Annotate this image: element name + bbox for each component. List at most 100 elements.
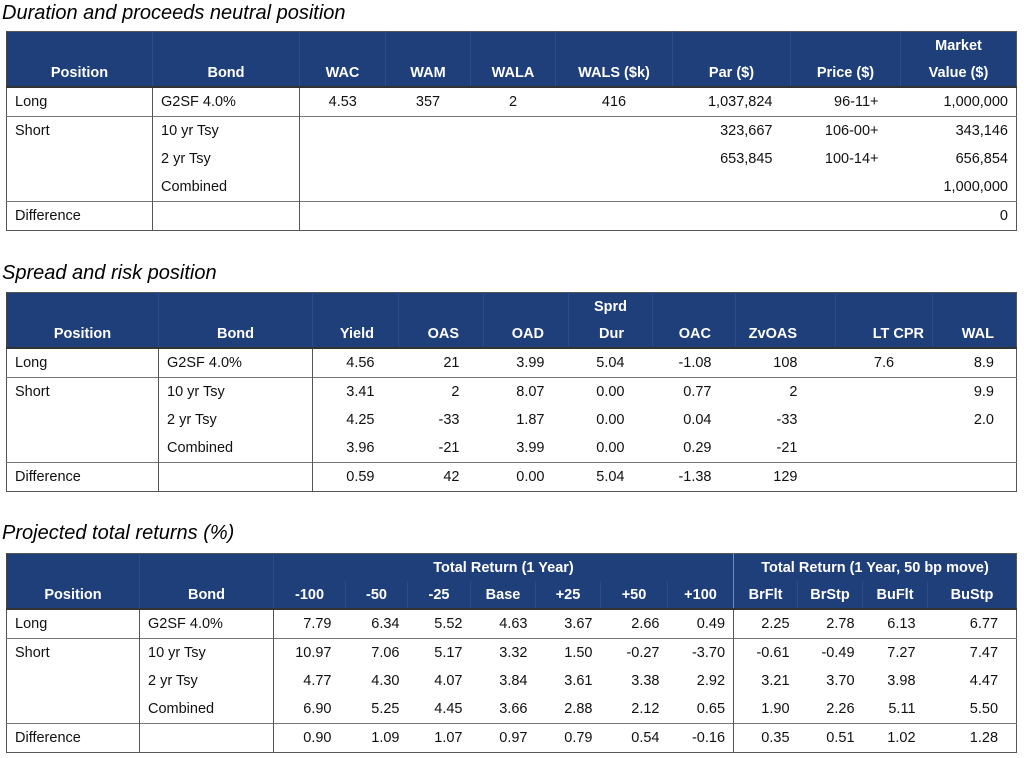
cell-wala <box>470 116 556 145</box>
cell-position <box>6 406 159 434</box>
header-spacer <box>139 553 274 581</box>
projected-total-returns-table: Total Return (1 Year)Total Return (1 Yea… <box>6 553 1018 753</box>
cell-lt-cpr <box>836 406 933 434</box>
cell-bond <box>139 723 274 753</box>
cell-position: Long <box>6 86 153 117</box>
cell-wala <box>471 145 556 173</box>
cell-yield: 4.56 <box>312 347 399 378</box>
cell-wal: 2.0 <box>973 412 994 428</box>
cell-brstp: 0.51 <box>797 723 863 753</box>
cell-bond: G2SF 4.0% <box>139 608 274 639</box>
header-spacer <box>835 292 933 320</box>
cell-price: 96-11+ <box>790 86 901 117</box>
cell-price: 100-14+ <box>824 151 879 167</box>
cell-bond: 2 yr Tsy <box>139 667 274 695</box>
cell-lt-cpr <box>835 462 933 492</box>
column-header-wal: WAL <box>932 320 1017 349</box>
cell-wals-k <box>556 173 673 202</box>
cell-oad: 0.00 <box>483 462 569 492</box>
column-header-brstp: BrStp <box>797 581 863 610</box>
column-header-wals-k: WALS ($k) <box>555 59 673 88</box>
cell-oac: -1.08 <box>652 347 736 378</box>
cell-brflt: 1.90 <box>761 701 790 717</box>
cell-wac: 4.53 <box>299 86 386 117</box>
column-header-bond: Bond <box>158 320 313 349</box>
cell-bond: 10 yr Tsy <box>152 116 300 145</box>
column-header-buflt: BuFlt <box>862 581 928 610</box>
cell-brstp: 2.78 <box>797 608 863 639</box>
column-header-par: Par ($) <box>672 59 791 88</box>
cell-wals-k <box>555 116 673 145</box>
cell-wal: 8.9 <box>932 347 1017 378</box>
column-header-50: -50 <box>345 581 408 610</box>
cell-bond: G2SF 4.0% <box>152 86 300 117</box>
cell-bond: Combined <box>158 434 313 463</box>
column-group-header: Total Return (1 Year, 50 bp move) <box>733 553 1017 581</box>
cell-buflt: 1.02 <box>862 723 928 753</box>
cell-oad: 8.07 <box>483 377 569 406</box>
cell-bond <box>158 462 313 492</box>
header-spacer <box>299 31 386 59</box>
cell-yield: 3.41 <box>312 377 399 406</box>
cell-position: Short <box>6 638 140 667</box>
cell-position: Difference <box>6 201 153 231</box>
cell-oad: 3.99 <box>483 347 569 378</box>
cell-25: 1.50 <box>535 638 601 667</box>
column-header-bond: Bond <box>152 59 300 88</box>
cell-dur: 0.00 <box>596 412 625 428</box>
cell-50: 2.12 <box>631 701 660 717</box>
column-header-position: Position <box>6 320 159 349</box>
cell-wac <box>300 145 386 173</box>
cell-position: Long <box>6 608 140 639</box>
cell-brstp: 3.70 <box>826 673 855 689</box>
cell-25: 4.45 <box>434 701 463 717</box>
cell-buflt: 6.13 <box>862 608 928 639</box>
cell-position <box>6 695 140 724</box>
column-header-bond: Bond <box>139 581 274 610</box>
header-spacer <box>483 292 569 320</box>
cell-wam <box>386 173 471 202</box>
column-header-bustp: BuStp <box>927 581 1017 610</box>
cell-par <box>672 201 791 231</box>
header-spacer <box>932 292 1017 320</box>
cell-price <box>791 173 901 202</box>
cell-bond: Combined <box>139 695 274 724</box>
cell-bond: G2SF 4.0% <box>158 347 313 378</box>
cell-brflt: 0.35 <box>733 723 798 753</box>
column-header-100: -100 <box>273 581 346 610</box>
cell-dur: 5.04 <box>568 347 653 378</box>
column-header-wac: WAC <box>299 59 386 88</box>
column-group-header: Total Return (1 Year) <box>272 553 734 581</box>
cell-oas: -33 <box>438 412 460 428</box>
cell-wal <box>933 434 1017 463</box>
cell-brflt: 2.25 <box>733 608 798 639</box>
cell-100: 6.90 <box>303 701 332 717</box>
cell-value: 343,146 <box>900 116 1017 145</box>
cell-25: 3.67 <box>535 608 601 639</box>
cell-bond: 10 yr Tsy <box>139 638 274 667</box>
cell-brflt: -0.61 <box>733 638 798 667</box>
cell-price: 106-00+ <box>790 116 901 145</box>
cell-wac <box>300 173 386 202</box>
cell-100: -0.16 <box>667 723 735 753</box>
cell-brstp: 2.26 <box>826 701 855 717</box>
cell-dur: 0.00 <box>568 377 653 406</box>
header-spacer <box>735 292 836 320</box>
cell-position: Short <box>6 116 153 145</box>
column-header-50: +50 <box>600 581 668 610</box>
cell-lt-cpr: 7.6 <box>835 347 933 378</box>
cell-bustp: 4.47 <box>969 673 999 689</box>
section-title: Duration and proceeds neutral position <box>2 2 346 24</box>
cell-position: Short <box>6 377 159 406</box>
cell-50: 0.54 <box>600 723 668 753</box>
cell-wala <box>471 173 556 202</box>
cell-100: 0.65 <box>667 695 735 724</box>
